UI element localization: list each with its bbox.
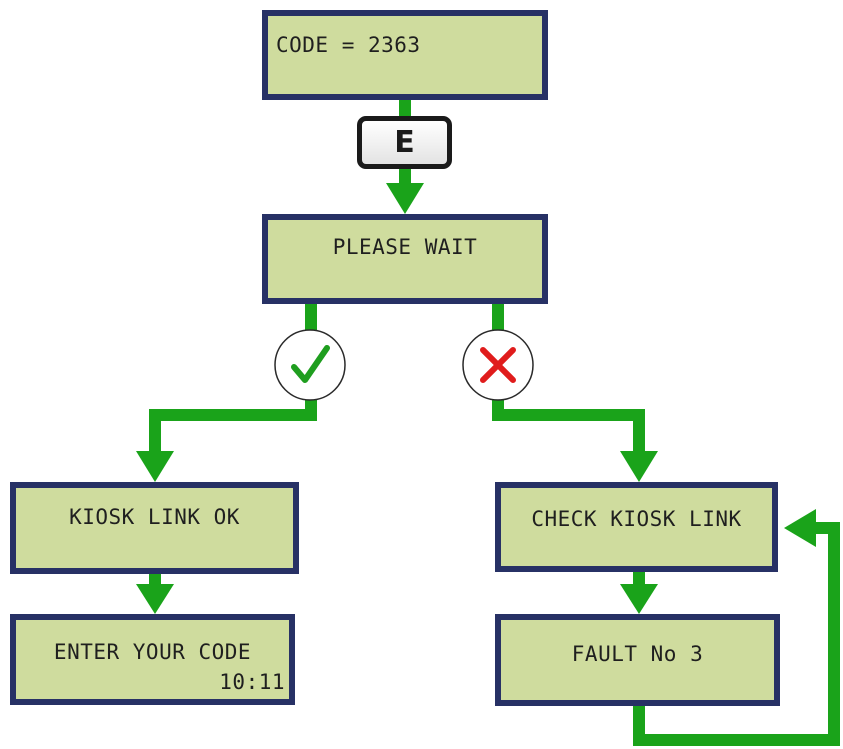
screen-check-kiosk-link-text: CHECK KIOSK LINK bbox=[531, 507, 742, 531]
screen-fault-text: FAULT No 3 bbox=[571, 642, 704, 666]
screen-check-kiosk-link: CHECK KIOSK LINK bbox=[495, 482, 778, 572]
screen-please-wait: PLEASE WAIT bbox=[262, 214, 548, 304]
e-key: E bbox=[357, 116, 452, 169]
arrowhead-to-link-ok bbox=[136, 451, 174, 482]
screen-code-text: CODE = 2363 bbox=[276, 33, 421, 57]
success-circle bbox=[274, 329, 346, 401]
cross-icon bbox=[480, 347, 516, 383]
screen-fault: FAULT No 3 bbox=[495, 614, 780, 706]
arrowhead-to-enter bbox=[136, 584, 174, 614]
arrowhead-loop-to-check bbox=[784, 509, 816, 547]
screen-code: CODE = 2363 bbox=[262, 10, 548, 100]
screen-kiosk-link-ok-text: KIOSK LINK OK bbox=[69, 505, 240, 529]
screen-enter-code-time: 10:11 bbox=[219, 670, 285, 694]
arrowhead-to-check-link bbox=[620, 451, 658, 482]
arrowhead-to-fault bbox=[620, 584, 658, 614]
screen-please-wait-text: PLEASE WAIT bbox=[332, 235, 478, 259]
screen-enter-code-line1: ENTER YOUR CODE bbox=[53, 640, 252, 664]
connector-failure-to-check-link bbox=[492, 398, 645, 452]
check-icon bbox=[291, 345, 330, 383]
connector-fault-loop bbox=[633, 522, 840, 746]
arrowhead-to-wait bbox=[386, 183, 424, 214]
connector-success-to-link-ok bbox=[149, 398, 317, 452]
screen-enter-code: ENTER YOUR CODE 10:11 bbox=[10, 614, 295, 705]
screen-kiosk-link-ok: KIOSK LINK OK bbox=[10, 482, 299, 574]
